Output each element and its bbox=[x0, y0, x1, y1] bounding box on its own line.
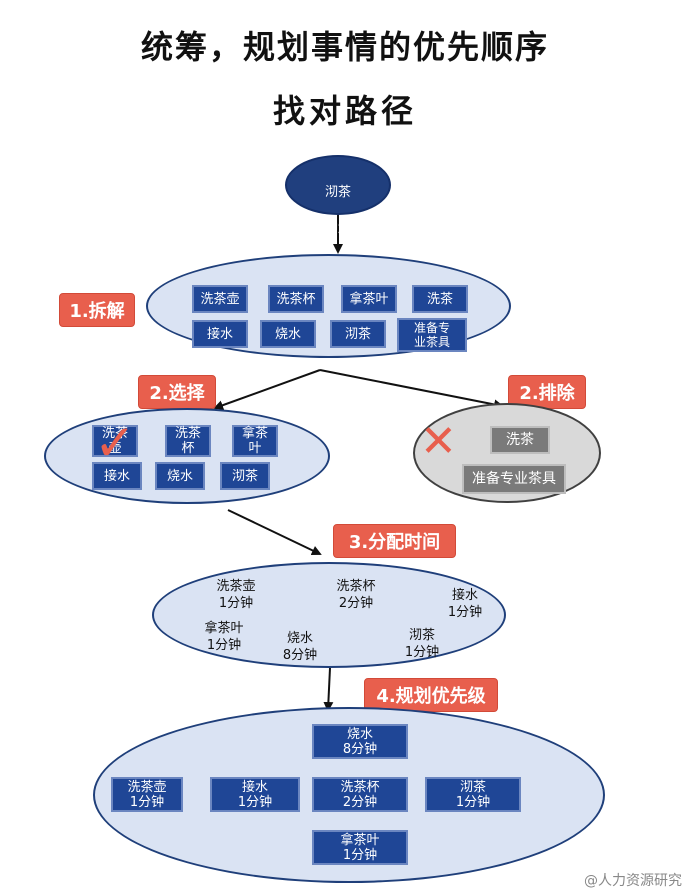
goal-node bbox=[285, 155, 391, 215]
plan-box-fetch-water: 接水 1分钟 bbox=[210, 777, 300, 812]
decompose-item-5: 接水 bbox=[192, 320, 248, 348]
decompose-item-2: 洗茶杯 bbox=[268, 285, 324, 313]
arrow-allocate-to-plan bbox=[323, 667, 334, 712]
decompose-item-6: 烧水 bbox=[260, 320, 316, 348]
allocate-ellipse bbox=[152, 562, 506, 668]
allocate-cell-6: 沏茶 1分钟 bbox=[404, 628, 440, 660]
select-item-4: 接水 bbox=[92, 462, 142, 490]
select-item-5: 烧水 bbox=[155, 462, 205, 490]
select-item-1: 洗茶 壶 bbox=[92, 425, 138, 457]
select-item-2: 洗茶 杯 bbox=[165, 425, 211, 457]
plan-box-boil-water: 烧水 8分钟 bbox=[312, 724, 408, 759]
goal-label: 沏茶 醒神解渴 bbox=[285, 166, 391, 256]
check-icon: ✓ bbox=[94, 414, 136, 472]
allocate-cell-2: 洗茶杯 2分钟 bbox=[336, 579, 376, 611]
plan-box-fetch-tea: 拿茶叶 1分钟 bbox=[312, 830, 408, 865]
exclude-item-2: 准备专业茶具 bbox=[462, 464, 566, 494]
allocate-cell-1: 洗茶壶 1分钟 bbox=[216, 579, 256, 611]
watermark: @人力资源研究 bbox=[584, 873, 682, 889]
exclude-item-1: 洗茶 bbox=[490, 426, 550, 454]
goal-line1: 沏茶 bbox=[324, 185, 351, 200]
decompose-item-3: 拿茶叶 bbox=[341, 285, 397, 313]
plan-tag: 4.规划优先级 bbox=[364, 678, 498, 712]
allocate-cell-5: 烧水 8分钟 bbox=[282, 631, 318, 663]
arrow-decompose-to-exclude bbox=[319, 369, 504, 410]
plan-box-wash-pot: 洗茶壶 1分钟 bbox=[111, 777, 183, 812]
main-title: 统筹，规划事情的优先顺序 bbox=[140, 28, 549, 66]
allocate-cell-4: 拿茶叶 1分钟 bbox=[204, 621, 244, 653]
decompose-item-8: 准备专 业茶具 bbox=[397, 318, 467, 352]
allocate-cell-3: 接水 1分钟 bbox=[447, 588, 483, 620]
allocate-tag: 3.分配时间 bbox=[333, 524, 456, 558]
decompose-item-4: 洗茶 bbox=[412, 285, 468, 313]
select-item-3: 拿茶 叶 bbox=[232, 425, 278, 457]
arrow-select-to-allocate bbox=[227, 509, 322, 556]
select-item-6: 沏茶 bbox=[220, 462, 270, 490]
select-tag: 2.选择 bbox=[138, 375, 216, 409]
plan-box-brew-tea: 沏茶 1分钟 bbox=[425, 777, 521, 812]
goal-line2: 醒神解渴 bbox=[311, 221, 364, 236]
sub-title: 找对路径 bbox=[272, 92, 417, 130]
decompose-tag: 1.拆解 bbox=[59, 293, 135, 327]
decompose-item-1: 洗茶壶 bbox=[192, 285, 248, 313]
cross-icon: ✕ bbox=[420, 416, 457, 467]
decompose-item-7: 沏茶 bbox=[330, 320, 386, 348]
arrow-decompose-to-select bbox=[213, 369, 321, 410]
plan-box-wash-cups: 洗茶杯 2分钟 bbox=[312, 777, 408, 812]
